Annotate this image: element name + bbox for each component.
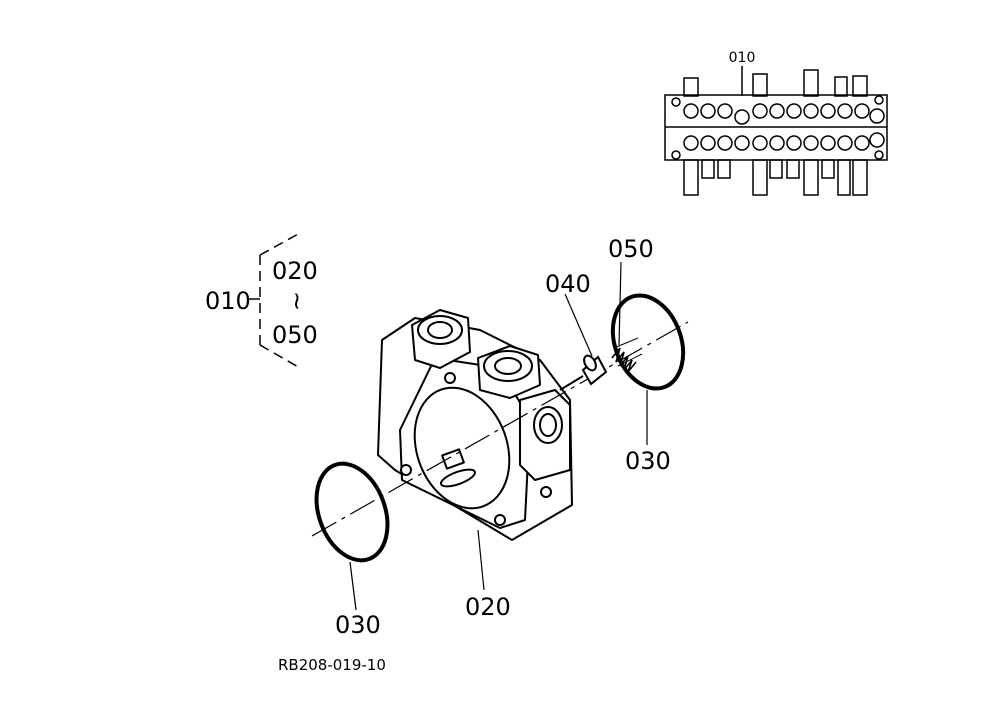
o-ring-030-left [314,461,390,563]
leader-020 [477,529,485,591]
poppet-040 [559,354,608,391]
label-010-top: 010 [729,50,756,66]
label-020: 020 [465,593,511,621]
center-axis [311,321,689,537]
label-030-right: 030 [625,447,671,475]
valve-assembly-thumbnail [664,66,888,196]
valve-body [377,309,573,541]
group-bracket [248,232,301,369]
o-ring-030-right [610,293,686,391]
leader-040 [564,293,593,357]
label-050-group: 050 [272,321,318,349]
label-020-group: 020 [272,257,318,285]
leader-030-left [349,561,357,611]
label-040: 040 [545,270,591,298]
label-range-tilde: ~ [283,291,311,311]
drawing-code: RB208-019-10 [278,656,386,674]
label-030-left: 030 [335,611,381,639]
label-010-group: 010 [205,287,251,315]
label-050: 050 [608,235,654,263]
